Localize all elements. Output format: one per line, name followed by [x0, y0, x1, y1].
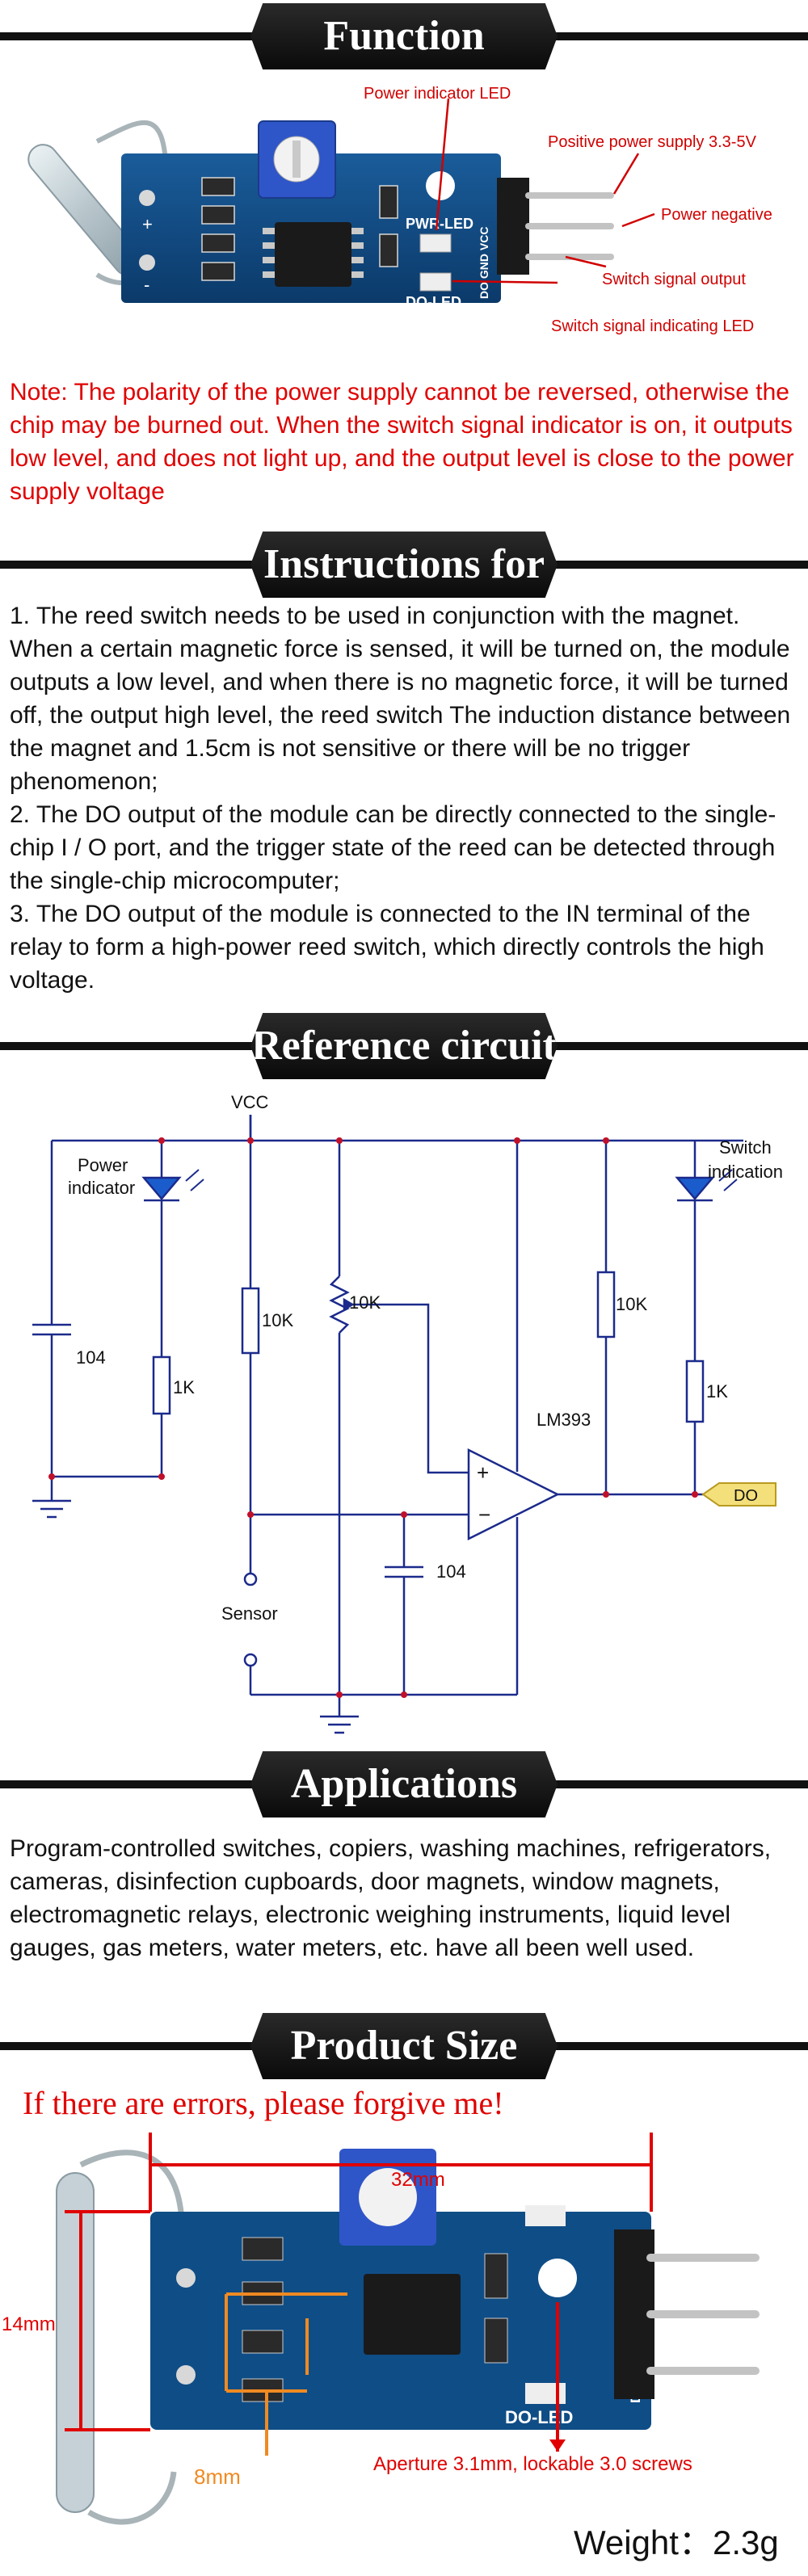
- label-indicator: indicator: [68, 1178, 135, 1198]
- callout-arrows: [435, 98, 655, 284]
- label-opamp-plus: +: [477, 1460, 489, 1485]
- size-pwr-led-label: PWR-LED: [501, 2187, 584, 2208]
- label-r5: 1K: [706, 1381, 728, 1401]
- label-opamp-minus: −: [478, 1502, 490, 1527]
- applications-text: Program-controlled switches, copiers, wa…: [10, 1835, 772, 1961]
- potentiometer: [258, 120, 336, 199]
- aperture-note: Aperture 3.1mm, lockable 3.0 screws: [373, 2453, 692, 2475]
- section-title: Reference circuit: [250, 1013, 558, 1079]
- power-led: [419, 233, 452, 253]
- do-output-tag: [701, 1482, 776, 1507]
- size-do-led-label: DO-LED: [505, 2407, 573, 2427]
- instruction-item: 1. The reed switch needs to be used in c…: [10, 603, 791, 795]
- section-banner-circuit: Reference circuit: [0, 1013, 808, 1079]
- section-title: Product Size: [250, 2013, 558, 2079]
- led-rays: [185, 1169, 738, 1191]
- offset-dimension: [225, 2292, 347, 2456]
- dimension-lines: [65, 2133, 653, 2452]
- board-do-led-label: DO-LED: [406, 294, 461, 310]
- pin-header: [497, 178, 614, 275]
- board-pin-labels: DO GND VCC: [478, 227, 490, 299]
- smd-components: [201, 177, 398, 281]
- label-power: Power: [78, 1155, 128, 1175]
- section-title: Instructions for use: [250, 532, 558, 598]
- label-vcc: VCC: [231, 1092, 269, 1112]
- weight-label: Weight：2.3g: [574, 2523, 779, 2561]
- label-r3: 10K: [616, 1294, 647, 1314]
- section-banner-function: Function Description: [0, 3, 808, 69]
- board-pwr-led-label: PWR-LED: [406, 216, 473, 232]
- do-led: [419, 272, 452, 292]
- board-minus: -: [144, 275, 149, 295]
- section-banner-size: Product Size: [0, 2013, 808, 2079]
- lm393-chip: [263, 222, 364, 287]
- label-r1: 10K: [262, 1310, 293, 1330]
- polarity-note: Note: The polarity of the power supply c…: [10, 379, 794, 505]
- reference-circuit: VCC Power indicator Switch indication 10…: [32, 1092, 783, 1734]
- section-banner-applications: Applications: [0, 1751, 808, 1817]
- dim-height: 14mm: [2, 2313, 56, 2335]
- label-c1: 104: [76, 1347, 106, 1368]
- circuit-wires: [32, 1115, 743, 1734]
- callout-gnd: Power negative: [661, 206, 772, 224]
- label-c2: 104: [436, 1561, 466, 1582]
- section-title: Function Description: [250, 3, 558, 69]
- module-photo: + - PWR-LED DO-LED: [27, 85, 772, 335]
- instruction-item: 3. The DO output of the module is connec…: [10, 901, 764, 994]
- size-diagram: PWR-LED DO-LED DO GND VCC 32mm 14mm 8mm …: [2, 2133, 779, 2561]
- callout-vcc: Positive power supply 3.3-5V: [548, 133, 757, 151]
- dim-offset: 8mm: [194, 2465, 241, 2489]
- label-r4: 1K: [173, 1377, 195, 1397]
- callout-power-led: Power indicator LED: [364, 85, 511, 103]
- callout-signal: Switch signal output: [602, 271, 746, 288]
- label-ic: LM393: [537, 1410, 591, 1430]
- section-title: Applications: [250, 1751, 558, 1817]
- instructions-list: 1. The reed switch needs to be used in c…: [10, 599, 802, 997]
- section-banner-instructions: Instructions for use: [0, 532, 808, 598]
- dim-length: 32mm: [391, 2169, 445, 2191]
- label-indication: indication: [708, 1162, 783, 1182]
- label-switch: Switch: [719, 1137, 772, 1158]
- instruction-item: 2. The DO output of the module can be di…: [10, 801, 776, 894]
- circuit-junctions: [48, 1137, 698, 1698]
- label-do: DO: [734, 1487, 758, 1505]
- board-plus: +: [142, 214, 153, 234]
- label-r2: 10K: [349, 1292, 381, 1313]
- label-sensor: Sensor: [221, 1603, 278, 1624]
- size-reed-switch: [56, 2149, 185, 2525]
- apology-text: If there are errors, please forgive me!: [23, 2085, 504, 2121]
- callout-signal-led: Switch signal indicating LED: [551, 317, 754, 335]
